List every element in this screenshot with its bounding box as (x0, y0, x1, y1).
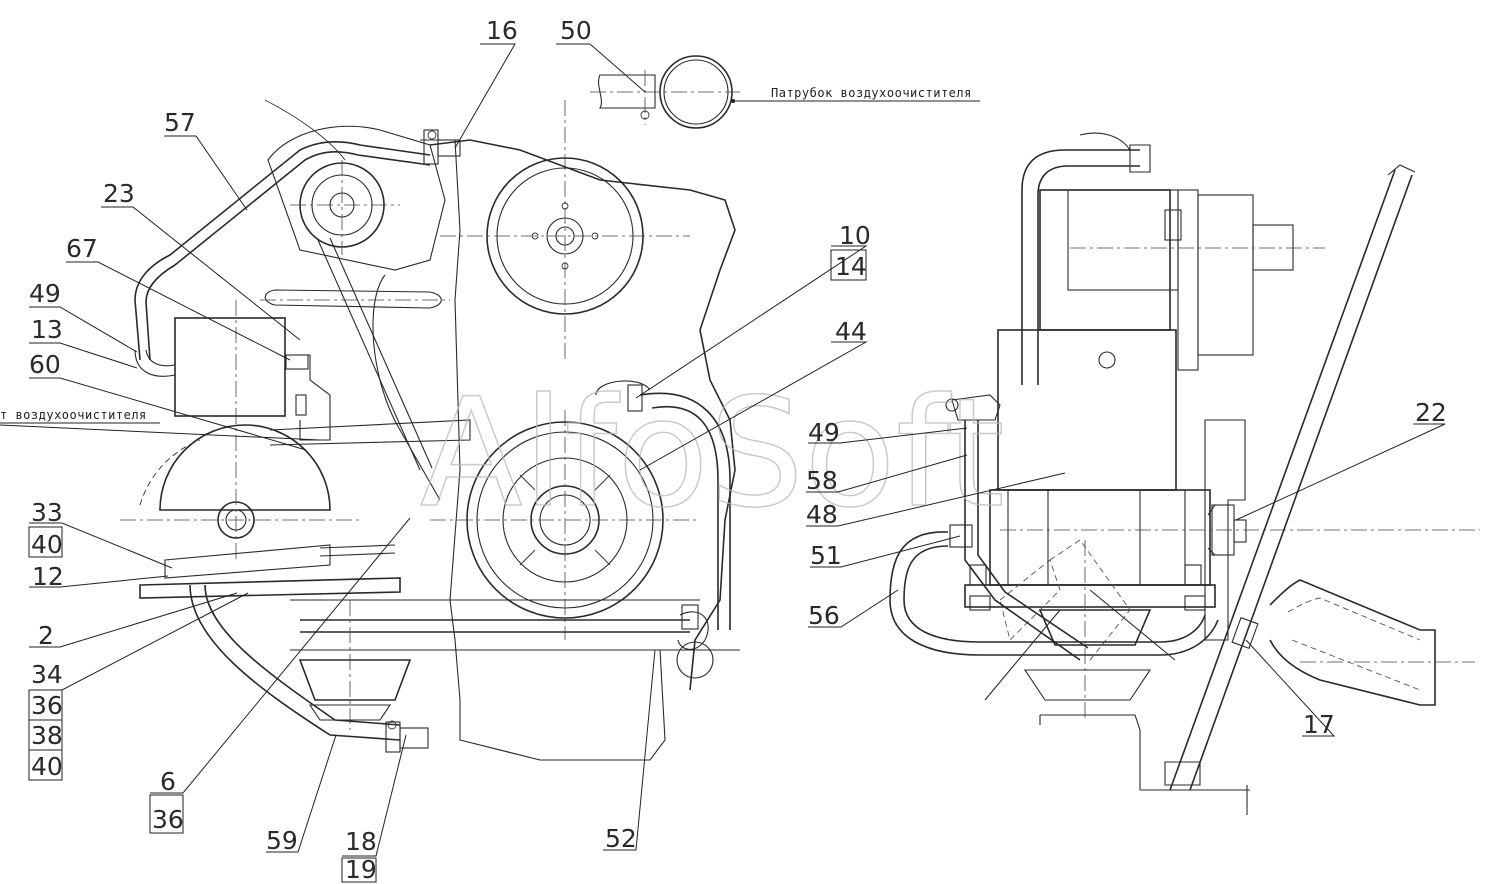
callout-2: 2 (38, 621, 54, 650)
callout-16: 16 (486, 16, 518, 45)
callout-18: 18 (345, 827, 377, 856)
callout-14: 14 (835, 252, 867, 281)
watermark: AlfoSoft (420, 367, 1005, 541)
callout-40-lower: 40 (31, 752, 63, 781)
callout-38: 38 (31, 721, 63, 750)
side-main-body (997, 329, 1177, 491)
callout-58: 58 (806, 466, 838, 495)
callout-23: 23 (103, 179, 135, 208)
air-intake-pipe-section (659, 55, 733, 129)
callout-36-bottom: 36 (152, 805, 184, 834)
callout-12: 12 (32, 562, 64, 591)
front-view (0, 55, 740, 761)
callout-50: 50 (560, 16, 592, 45)
callout-33: 33 (31, 498, 63, 527)
callout-49-left: 49 (29, 279, 61, 308)
callout-6: 6 (160, 767, 176, 796)
callout-52: 52 (605, 824, 637, 853)
callout-59: 59 (266, 826, 298, 855)
callout-57: 57 (164, 108, 196, 137)
callout-19: 19 (345, 855, 377, 884)
leader-lines (0, 43, 1446, 857)
callout-67: 67 (66, 234, 98, 263)
air-cleaner (159, 424, 331, 511)
leader-dot (731, 99, 735, 103)
compressor-block (174, 317, 286, 417)
callout-49-right: 49 (808, 418, 840, 447)
callout-numbers: 16 50 57 23 67 49 13 60 33 40 12 2 34 36… (29, 16, 1447, 884)
callout-34: 34 (31, 660, 63, 689)
callout-51: 51 (810, 541, 842, 570)
callout-13: 13 (31, 315, 63, 344)
callout-56: 56 (808, 601, 840, 630)
callout-boxes (28, 249, 867, 883)
callout-36-left: 36 (31, 691, 63, 720)
callout-60: 60 (29, 350, 61, 379)
callout-40-upper: 40 (31, 530, 63, 559)
air-intake-pipe-note: Патрубок воздухоочистителя (771, 86, 972, 100)
callout-22: 22 (1415, 398, 1447, 427)
side-view (889, 132, 1480, 815)
callout-44: 44 (835, 317, 867, 346)
callout-10: 10 (839, 221, 871, 250)
air-cleaner-note: т воздухоочистителя (0, 408, 147, 422)
callout-17: 17 (1303, 710, 1335, 739)
callout-48: 48 (806, 500, 838, 529)
side-compressor (1039, 189, 1171, 331)
